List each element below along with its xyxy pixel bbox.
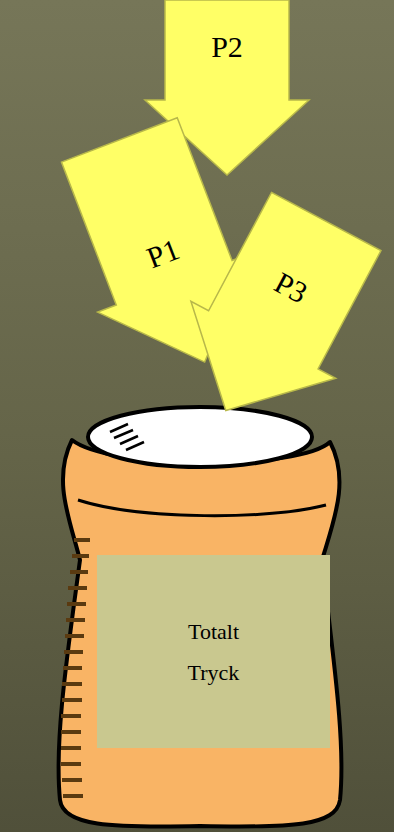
mouth-ridges <box>110 424 144 450</box>
box-label: Totalt Tryck <box>188 611 240 693</box>
sack-stripes <box>61 540 90 796</box>
arrow-outline <box>153 183 394 449</box>
sack-body <box>59 440 342 827</box>
arrow-label: P2 <box>145 30 309 64</box>
sack-mouth <box>88 407 312 467</box>
total-box: Totalt Tryck <box>97 555 330 748</box>
sack-fold <box>78 500 326 516</box>
